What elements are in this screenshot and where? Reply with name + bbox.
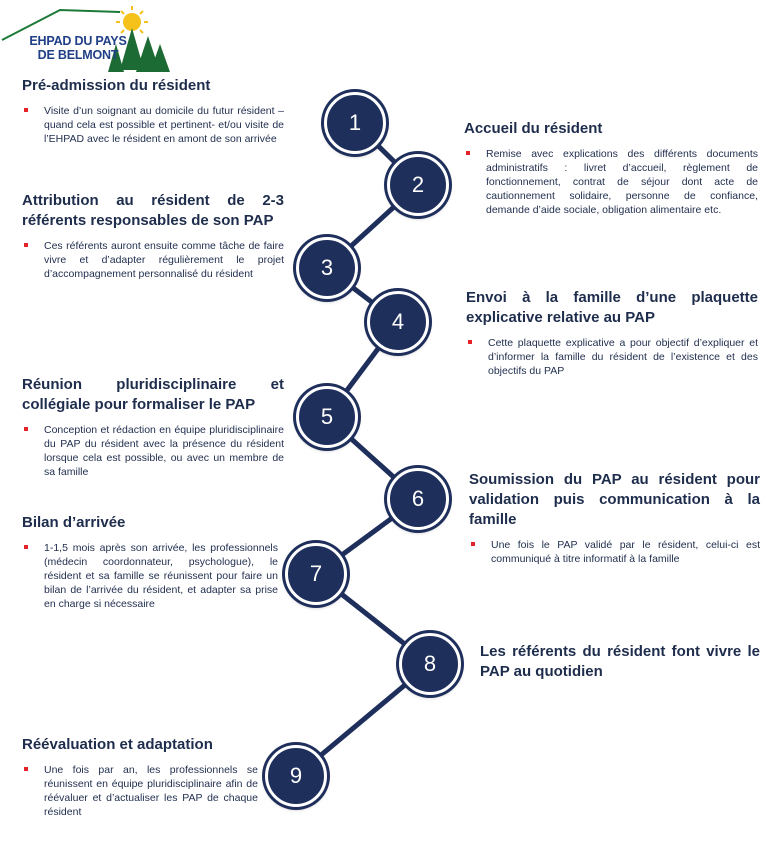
step-number: 4 bbox=[391, 309, 405, 334]
step-9-block: Réévaluation et adaptation Une fois par … bbox=[22, 735, 258, 819]
step-3-block: Attribution au résident de 2-3 référents… bbox=[22, 191, 284, 281]
step-description-text: Visite d’un soignant au domicile du futu… bbox=[44, 105, 284, 145]
step-number: 2 bbox=[411, 172, 425, 197]
step-4-block: Envoi à la famille d’une plaquette expli… bbox=[466, 288, 758, 378]
step-circle-9: 9 bbox=[265, 745, 327, 807]
step-description: Une fois par an, les professionnels se r… bbox=[22, 763, 258, 819]
step-number: 5 bbox=[320, 404, 334, 429]
bullet-icon bbox=[24, 108, 28, 112]
step-title: Envoi à la famille d’une plaquette expli… bbox=[466, 289, 758, 326]
pine-trees-icon bbox=[108, 28, 170, 72]
step-circle-3: 3 bbox=[296, 237, 358, 299]
bullet-icon bbox=[471, 542, 475, 546]
step-description: Ces référents auront ensuite comme tâche… bbox=[22, 239, 284, 281]
step-description-text: Conception et rédaction en équipe plurid… bbox=[44, 424, 284, 478]
bullet-icon bbox=[24, 545, 28, 549]
bullet-icon bbox=[466, 151, 470, 155]
step-number: 3 bbox=[320, 255, 334, 280]
step-circle-4: 4 bbox=[367, 291, 429, 353]
house-outline-icon bbox=[1, 8, 121, 41]
bullet-icon bbox=[24, 243, 28, 247]
step-circle-7: 7 bbox=[285, 543, 347, 605]
step-description: 1-1,5 mois après son arrivée, les profes… bbox=[22, 541, 278, 611]
step-circle-5: 5 bbox=[296, 386, 358, 448]
bullet-icon bbox=[24, 427, 28, 431]
step-title: Attribution au résident de 2-3 référents… bbox=[22, 192, 284, 229]
step-number: 6 bbox=[411, 486, 425, 511]
logo-text: EHPAD DU PAYS DE BELMONT bbox=[28, 34, 128, 62]
step-6-block: Soumission du PAP au résident pour valid… bbox=[469, 470, 760, 566]
bullet-icon bbox=[24, 767, 28, 771]
step-title: Bilan d’arrivée bbox=[22, 514, 126, 531]
step-number: 1 bbox=[348, 110, 362, 135]
step-number: 7 bbox=[309, 561, 323, 586]
step-description: Cette plaquette explicative a pour objec… bbox=[466, 336, 758, 378]
step-8-block: Les référents du résident font vivre le … bbox=[480, 642, 760, 682]
logo-line-2: DE BELMONT bbox=[37, 48, 119, 62]
bullet-icon bbox=[468, 340, 472, 344]
step-title: Réunion pluridisciplinaire et collégiale… bbox=[22, 376, 284, 413]
step-circle-8: 8 bbox=[399, 633, 461, 695]
step-title: Soumission du PAP au résident pour valid… bbox=[469, 471, 760, 528]
step-description: Une fois le PAP validé par le résident, … bbox=[469, 538, 760, 566]
step-title: Les référents du résident font vivre le … bbox=[480, 643, 760, 680]
step-5-block: Réunion pluridisciplinaire et collégiale… bbox=[22, 375, 284, 479]
step-circle-2: 2 bbox=[387, 154, 449, 216]
step-title: Réévaluation et adaptation bbox=[22, 736, 213, 753]
step-7-block: Bilan d’arrivée 1-1,5 mois après son arr… bbox=[22, 513, 278, 611]
step-description-text: Une fois le PAP validé par le résident, … bbox=[491, 539, 760, 565]
logo: EHPAD DU PAYS DE BELMONT bbox=[0, 0, 172, 78]
step-2-block: Accueil du résident Remise avec explicat… bbox=[464, 119, 758, 217]
step-description-text: 1-1,5 mois après son arrivée, les profes… bbox=[44, 542, 278, 610]
step-title: Accueil du résident bbox=[464, 120, 603, 137]
step-number: 8 bbox=[423, 651, 437, 676]
step-description: Remise avec explications des différents … bbox=[464, 147, 758, 217]
logo-line-1: EHPAD DU PAYS bbox=[29, 34, 127, 48]
step-description-text: Remise avec explications des différents … bbox=[486, 148, 758, 216]
logo-graphic bbox=[1, 6, 170, 72]
step-circle-1: 1 bbox=[324, 92, 386, 154]
step-1-block: Pré-admission du résident Visite d’un so… bbox=[22, 76, 284, 146]
step-description-text: Une fois par an, les professionnels se r… bbox=[44, 764, 258, 818]
step-description-text: Cette plaquette explicative a pour objec… bbox=[488, 337, 758, 377]
step-circle-6: 6 bbox=[387, 468, 449, 530]
step-number: 9 bbox=[289, 763, 303, 788]
step-description-text: Ces référents auront ensuite comme tâche… bbox=[44, 240, 284, 280]
step-description: Visite d’un soignant au domicile du futu… bbox=[22, 104, 284, 146]
step-description: Conception et rédaction en équipe plurid… bbox=[22, 423, 284, 479]
step-title: Pré-admission du résident bbox=[22, 77, 211, 94]
